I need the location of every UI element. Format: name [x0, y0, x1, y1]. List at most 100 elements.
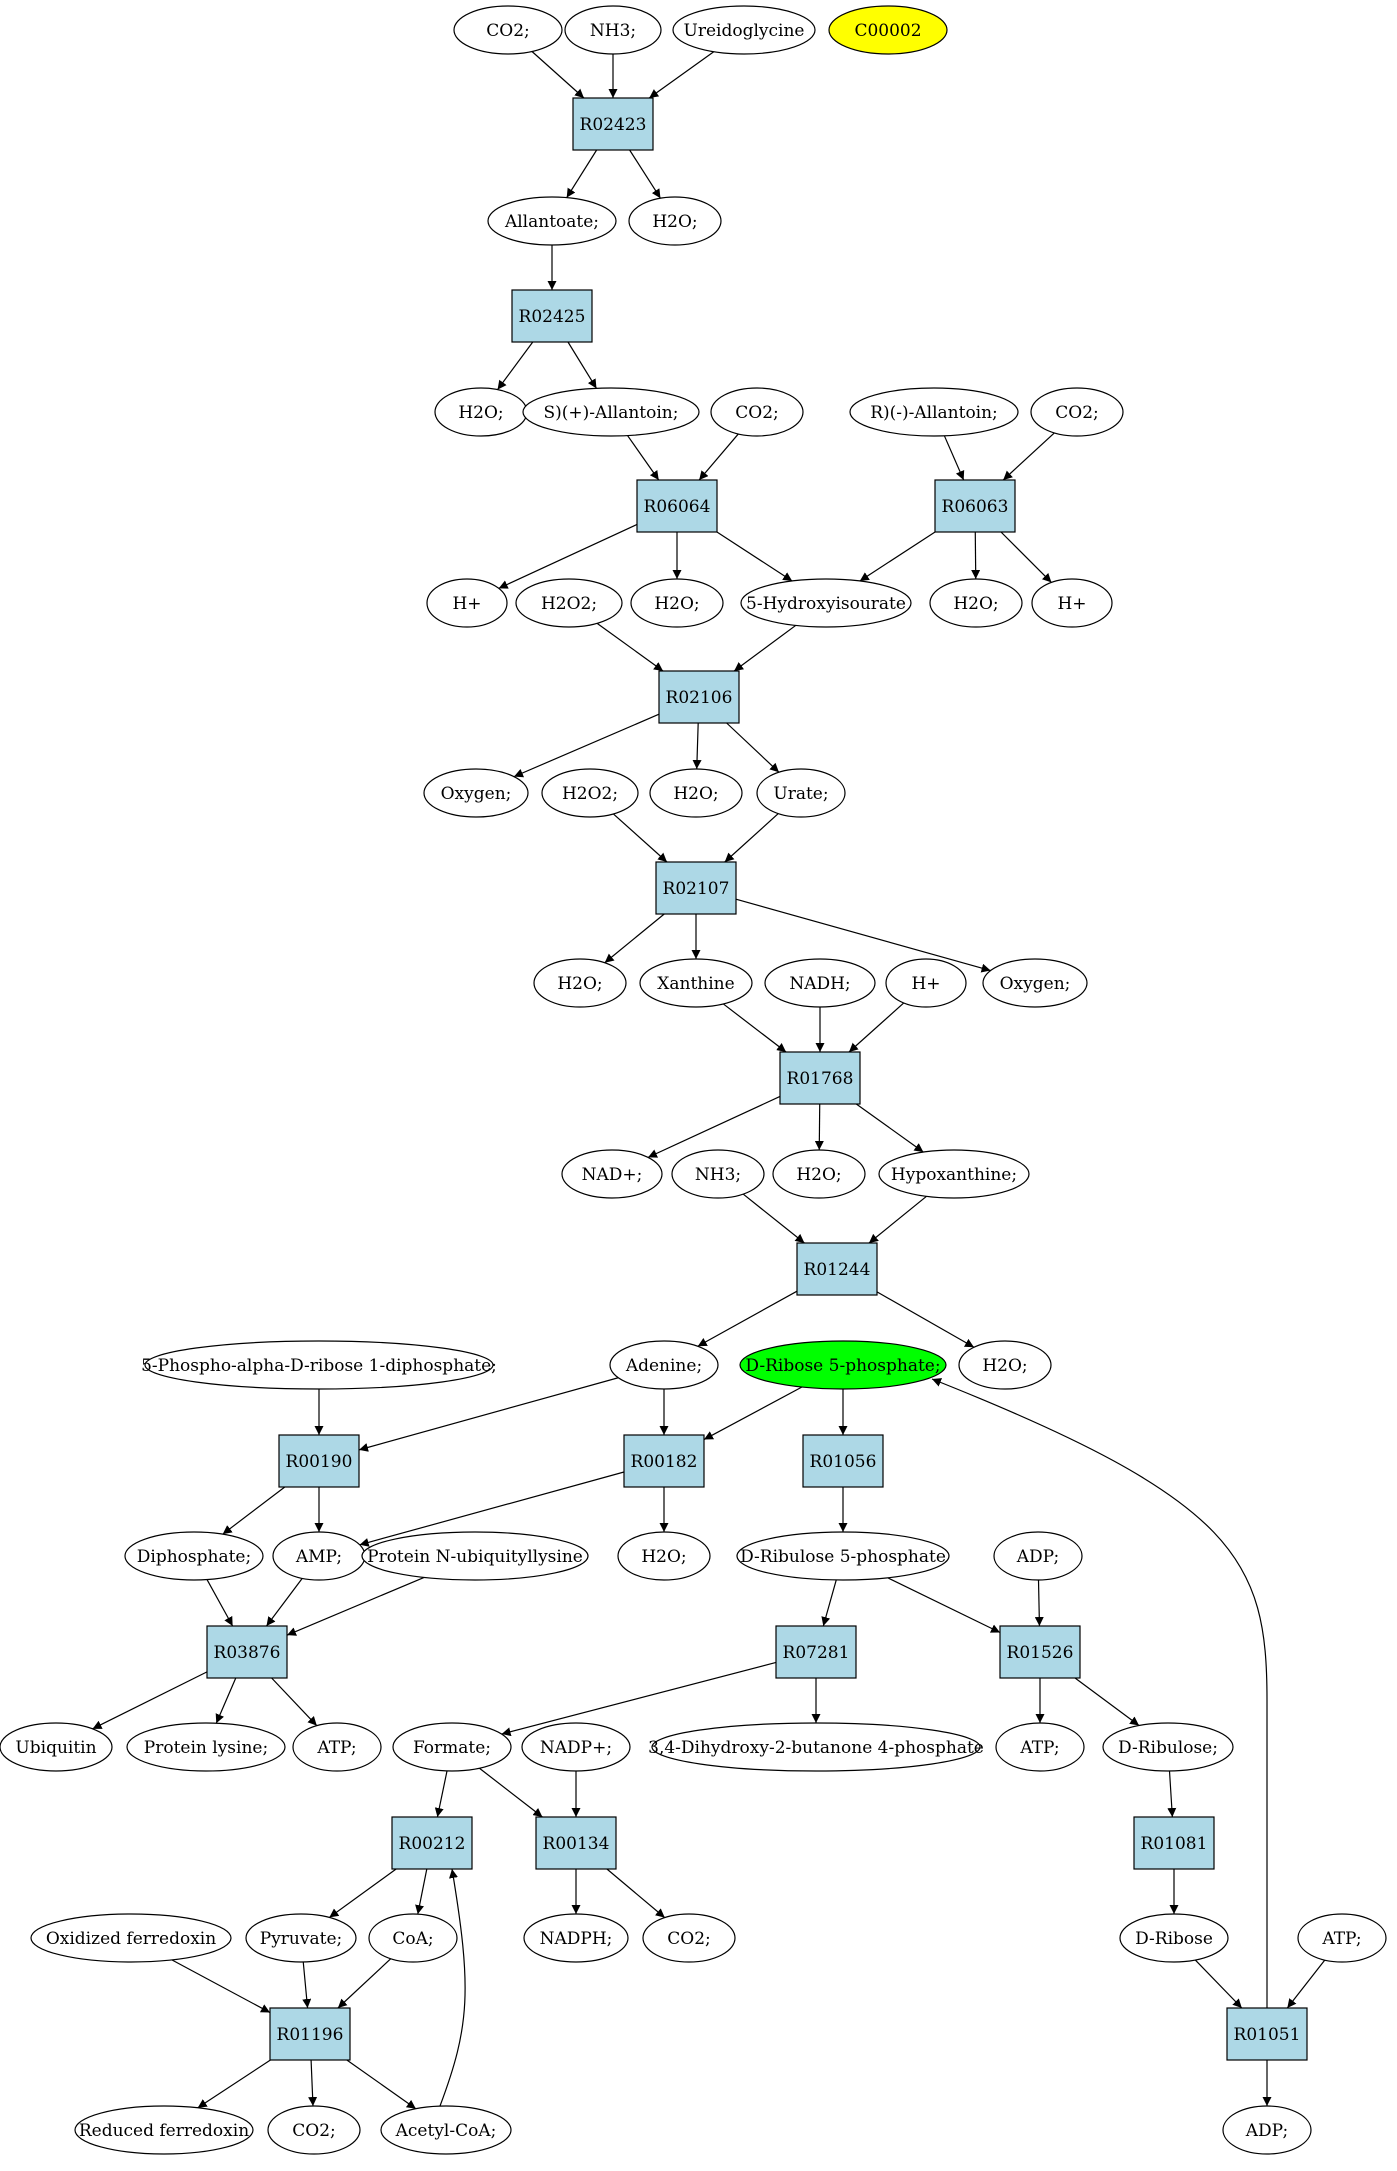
edge-arrow [197, 2059, 271, 2109]
compound-node: NH3; [564, 5, 662, 55]
edge-arrow [215, 1677, 237, 1724]
compound-node: CO2; [710, 387, 804, 437]
edge-arrow [222, 1486, 286, 1535]
node-label: Acetyl-CoA; [395, 2121, 497, 2141]
reaction-node: R01051 [1226, 2007, 1308, 2061]
node-label: Diphosphate; [137, 1547, 251, 1567]
node-label: R01051 [1234, 2025, 1301, 2045]
reaction-box [779, 1051, 861, 1105]
node-label: R01056 [810, 1452, 877, 1472]
compound-ellipse [453, 5, 563, 55]
edge-arrow [308, 2059, 318, 2107]
compound-node: Allantoate; [487, 196, 617, 246]
compound-ellipse [885, 958, 967, 1008]
compound-ellipse [772, 1149, 866, 1199]
node-label: R00190 [286, 1452, 353, 1472]
edge-arrow [848, 1002, 905, 1053]
node-label: Oxygen; [441, 784, 512, 804]
compound-ellipse [1031, 578, 1113, 628]
compound-node: Oxygen; [423, 768, 529, 818]
node-label: ADP; [1016, 1547, 1059, 1567]
node-label: NADH; [789, 974, 850, 994]
compound-node: Pyruvate; [245, 1913, 357, 1963]
compound-node: Formate; [392, 1722, 512, 1772]
edge-arrow [501, 1661, 777, 1737]
compound-ellipse [736, 1531, 950, 1581]
node-label: AMP; [295, 1547, 342, 1567]
node-label: D-Ribulose; [1118, 1738, 1218, 1758]
compound-ellipse [929, 578, 1023, 628]
compound-ellipse [630, 578, 724, 628]
compound-node: CO2; [642, 1913, 736, 1963]
edge-arrow [513, 713, 660, 778]
compound-ellipse [126, 1722, 286, 1772]
compound-node: C00002 [828, 5, 948, 55]
compound-node: H2O2; [515, 578, 623, 628]
compound-ellipse [361, 1531, 589, 1581]
edge-arrow [566, 149, 598, 198]
node-label: Oxidized ferredoxin [46, 1929, 216, 1949]
edge-arrow [722, 1003, 787, 1053]
reaction-box [1226, 2007, 1308, 2061]
compound-ellipse [649, 768, 743, 818]
node-label: H2O; [641, 1547, 686, 1567]
edge-arrow [726, 722, 780, 773]
compound-ellipse [740, 578, 912, 628]
compound-node: ADP; [993, 1531, 1083, 1581]
edge-arrow [415, 1868, 428, 1915]
compound-node: ADP; [1222, 2105, 1312, 2155]
compound-node: H+ [426, 578, 508, 628]
edge-arrow [171, 1959, 271, 2014]
compound-ellipse [368, 1913, 458, 1963]
reaction-box [636, 479, 718, 533]
edge-arrow [531, 51, 585, 99]
edge-arrow [692, 722, 702, 770]
edge-arrow [434, 1770, 448, 1818]
node-label: R00134 [543, 1834, 610, 1854]
compound-ellipse [74, 2105, 254, 2155]
compound-ellipse [521, 1722, 631, 1772]
reaction-node: R01196 [269, 2007, 351, 2061]
compound-node: 5-Phospho-alpha-D-ribose 1-diphosphate; [141, 1340, 497, 1390]
reaction-box [623, 1434, 705, 1488]
compound-node: H2O; [533, 958, 627, 1008]
compound-node: Adenine; [609, 1340, 719, 1390]
node-label: Allantoate; [504, 212, 599, 232]
reaction-box [796, 1242, 878, 1296]
compound-node: NADP+; [521, 1722, 631, 1772]
node-label: NH3; [590, 21, 636, 41]
node-label: Xanthine [657, 974, 734, 994]
edge-arrow [735, 898, 991, 973]
compound-node: H2O; [630, 578, 724, 628]
compound-node: H2O; [958, 1340, 1052, 1390]
edge-arrow [329, 1868, 397, 1918]
edge-arrow [498, 523, 638, 589]
compound-node: AMP; [272, 1531, 366, 1581]
node-label: H2O; [982, 1356, 1027, 1376]
edge-arrow [698, 433, 739, 481]
compound-ellipse [958, 1340, 1052, 1390]
reaction-node: R00190 [278, 1434, 360, 1488]
compound-ellipse [523, 1913, 629, 1963]
node-label: C00002 [854, 21, 921, 41]
edge-arrow [876, 1291, 975, 1348]
edge-arrow [648, 51, 715, 99]
reaction-box [999, 1625, 1081, 1679]
edge-arrow [703, 1386, 803, 1441]
node-label: ADP; [1245, 2121, 1288, 2141]
edge-arrow [206, 1579, 234, 1627]
node-label: H+ [1057, 594, 1086, 614]
compound-ellipse [0, 1722, 113, 1772]
edge-arrow [606, 1868, 666, 1919]
reaction-box [206, 1625, 288, 1679]
edge-arrow [1167, 1770, 1177, 1818]
reaction-node: R00182 [623, 1434, 705, 1488]
edge-arrow [302, 1961, 312, 2009]
reaction-node: R07281 [775, 1625, 857, 1679]
compound-node: D-Ribose [1119, 1913, 1229, 1963]
reaction-box [775, 1625, 857, 1679]
node-label: R)(-)-Allantoin; [870, 403, 998, 423]
compound-ellipse [828, 5, 948, 55]
